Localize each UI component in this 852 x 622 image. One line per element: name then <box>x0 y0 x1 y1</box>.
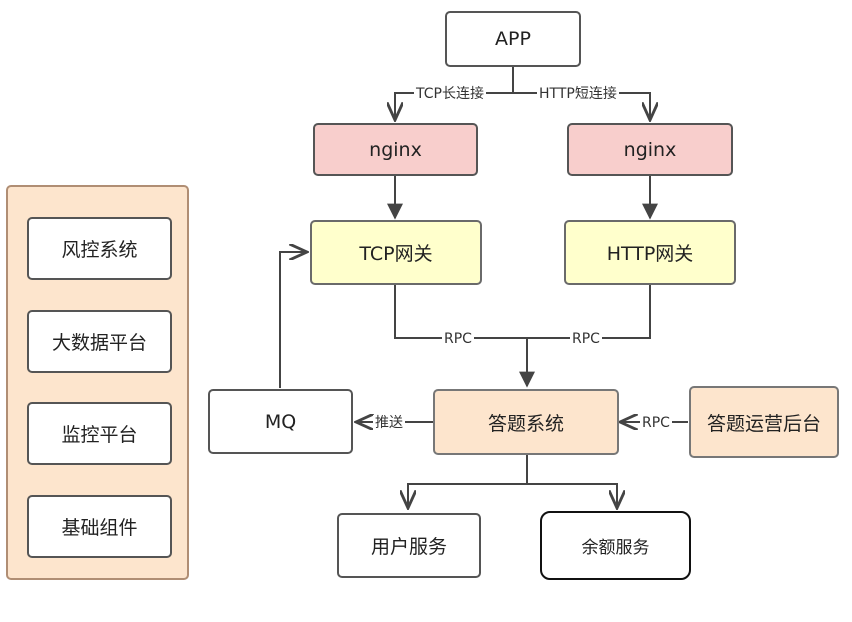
user-service-node: 用户服务 <box>337 513 481 578</box>
nginx-right-node: nginx <box>567 123 733 176</box>
edge-http-rpc <box>527 285 651 339</box>
edge-mq-tcp <box>279 252 307 388</box>
label-tcp-long: TCP长连接 <box>414 86 486 102</box>
sidebar-item-big-data: 大数据平台 <box>27 310 172 373</box>
sidebar-item-infrastructure: 基础组件 <box>27 495 172 558</box>
edge-to-user-service <box>408 483 527 508</box>
sidebar-item-monitoring: 监控平台 <box>27 402 172 465</box>
balance-service-node: 余额服务 <box>540 511 691 580</box>
ops-backend-node: 答题运营后台 <box>689 386 839 458</box>
label-rpc-left: RPC <box>442 331 474 347</box>
sidebar-item-risk-control: 风控系统 <box>27 217 172 280</box>
edge-tcp-rpc <box>394 285 527 339</box>
nginx-left-node: nginx <box>313 123 478 176</box>
label-rpc-ops: RPC <box>640 415 672 431</box>
label-push: 推送 <box>373 415 405 431</box>
http-gateway-node: HTTP网关 <box>564 220 736 285</box>
label-rpc-right: RPC <box>570 331 602 347</box>
label-http-short: HTTP短连接 <box>537 86 619 102</box>
edge-to-balance-service <box>527 483 617 508</box>
mq-node: MQ <box>208 389 353 454</box>
app-node: APP <box>445 11 581 67</box>
platform-sidebar: 风控系统 大数据平台 监控平台 基础组件 <box>6 185 189 580</box>
tcp-gateway-node: TCP网关 <box>310 220 482 285</box>
answer-system-node: 答题系统 <box>433 389 619 455</box>
